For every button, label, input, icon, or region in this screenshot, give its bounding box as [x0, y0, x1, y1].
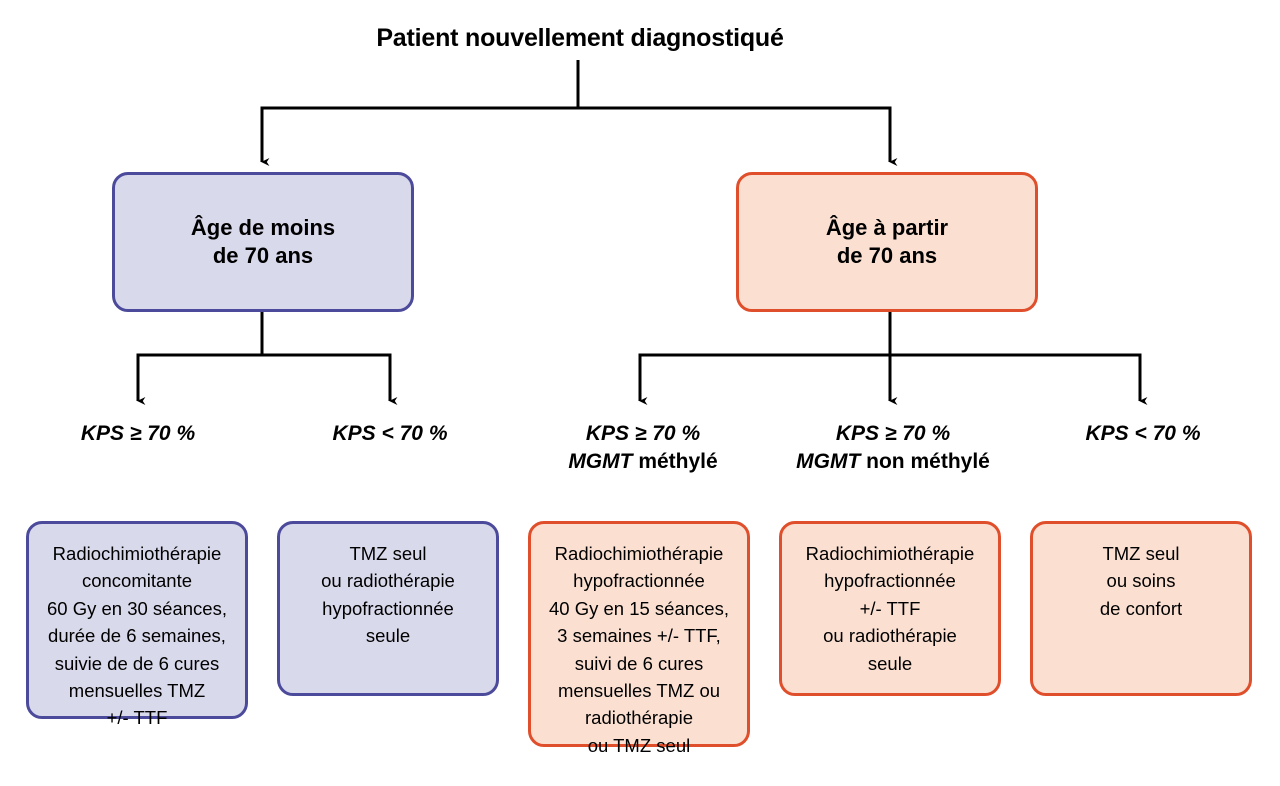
treatment-line: Radiochimiothérapie: [805, 543, 975, 564]
decision-box-age-under-70[interactable]: Âge de moins de 70 ans: [112, 172, 414, 312]
treatment-line: 60 Gy en 30 séances,: [47, 597, 227, 619]
treatment-line: ou radiothérapie: [823, 625, 957, 647]
criteria-line-primary: KPS < 70 %: [1043, 420, 1243, 448]
treatment-text: Radiochimiothérapie concomitante 60 Gy en …: [29, 524, 245, 732]
treatment-text: Radiochimiothérapie hypofractionnée 40 Gy …: [531, 524, 747, 759]
criteria-label-kps-ge-70-mgmt-methyl: KPS ≥ 70 % MGMT méthylé: [541, 420, 745, 475]
treatment-line: +/- TTF: [859, 597, 921, 619]
decision-label-line1: Âge à partir: [825, 214, 949, 240]
criteria-label-kps-lt-70-left: KPS < 70 %: [290, 420, 490, 448]
treatment-line: TMZ seul: [349, 543, 427, 564]
treatment-line: de confort: [1099, 597, 1183, 619]
treatment-box-radiochimio-concomitante[interactable]: Radiochimiothérapie concomitante 60 Gy en …: [26, 521, 248, 728]
treatment-line: 40 Gy en 15 séances,: [549, 597, 729, 619]
treatment-line: mensuelles TMZ: [68, 679, 206, 701]
criteria-line-secondary: MGMT non méthylé: [789, 448, 997, 476]
criteria-label-kps-lt-70-right: KPS < 70 %: [1043, 420, 1243, 448]
treatment-line: +/- TTF: [106, 707, 168, 729]
criteria-comparator: ≥ 70 %: [884, 422, 951, 445]
treatment-line: hypofractionnée: [322, 597, 454, 619]
treatment-line: durée de 6 semaines,: [48, 625, 226, 647]
decision-label-line2: de 70 ans: [836, 243, 938, 268]
treatment-box-tmz-seul-ou-radiotherapie[interactable]: TMZ seul ou radiothérapie hypofractionnée s…: [277, 521, 499, 696]
criteria-comparator: ≥ 70 %: [634, 422, 701, 445]
treatment-box-radiochimio-hypofractionnee-tmz[interactable]: Radiochimiothérapie hypofractionnée 40 Gy …: [528, 521, 750, 756]
criteria-comparator: ≥ 70 %: [129, 422, 196, 445]
treatment-line: Radiochimiothérapie: [554, 543, 724, 564]
treatment-line: ou TMZ seul: [587, 734, 691, 756]
criteria-marker: KPS: [585, 422, 630, 445]
treatment-line: ou soins: [1106, 570, 1176, 592]
diagram-title: Patient nouvellement diagnostiqué: [376, 24, 784, 52]
decision-label-line1: Âge de moins: [190, 214, 336, 240]
decision-box-age-from-70[interactable]: Âge à partir de 70 ans: [736, 172, 1038, 312]
treatment-box-radiochimio-hypofractionnee-ttf[interactable]: Radiochimiothérapie hypofractionnée +/- TT…: [779, 521, 1001, 696]
treatment-line: suivie de de 6 cures: [54, 652, 220, 674]
treatment-line: seule: [867, 652, 913, 674]
criteria-comparator: < 70 %: [381, 422, 448, 445]
criteria-line-primary: KPS < 70 %: [290, 420, 490, 448]
treatment-line: 3 semaines +/- TTF,: [557, 625, 721, 647]
treatment-line: TMZ seul: [1102, 543, 1180, 564]
criteria-marker: KPS: [332, 422, 376, 445]
treatment-line: hypofractionnée: [573, 570, 705, 592]
treatment-line: radiothérapie: [585, 707, 693, 729]
criteria-second-marker: MGMT: [568, 449, 633, 473]
criteria-second-value: méthylé: [638, 449, 718, 473]
treatment-text: Radiochimiothérapie hypofractionnée +/- TT…: [782, 524, 998, 677]
treatment-line: seule: [365, 625, 411, 647]
criteria-label-kps-ge-70-left: KPS ≥ 70 %: [38, 420, 238, 448]
criteria-marker: KPS: [835, 422, 880, 445]
criteria-marker: KPS: [1085, 422, 1129, 445]
criteria-line-primary: KPS ≥ 70 %: [789, 420, 997, 448]
decision-label-line2: de 70 ans: [212, 243, 314, 268]
treatment-line: ou radiothérapie: [321, 570, 455, 592]
treatment-text: TMZ seul ou soins de confort: [1033, 524, 1249, 622]
criteria-line-secondary: MGMT méthylé: [541, 448, 745, 476]
criteria-label-kps-ge-70-mgmt-non-methyl: KPS ≥ 70 % MGMT non méthylé: [789, 420, 997, 475]
criteria-marker: KPS: [80, 422, 125, 445]
criteria-line-primary: KPS ≥ 70 %: [541, 420, 745, 448]
criteria-second-marker: MGMT: [796, 449, 861, 473]
criteria-line-primary: KPS ≥ 70 %: [38, 420, 238, 448]
criteria-second-value: non méthylé: [866, 449, 990, 473]
criteria-comparator: < 70 %: [1134, 422, 1201, 445]
treatment-line: Radiochimiothérapie: [52, 543, 222, 564]
treatment-line: hypofractionnée: [824, 570, 956, 592]
treatment-text: TMZ seul ou radiothérapie hypofractionnée s…: [280, 524, 496, 650]
treatment-box-tmz-seul-ou-soins-confort[interactable]: TMZ seul ou soins de confort: [1030, 521, 1252, 696]
treatment-line: mensuelles TMZ ou: [557, 679, 721, 701]
treatment-line: suivi de 6 cures: [574, 652, 704, 674]
treatment-line: concomitante: [81, 570, 193, 592]
